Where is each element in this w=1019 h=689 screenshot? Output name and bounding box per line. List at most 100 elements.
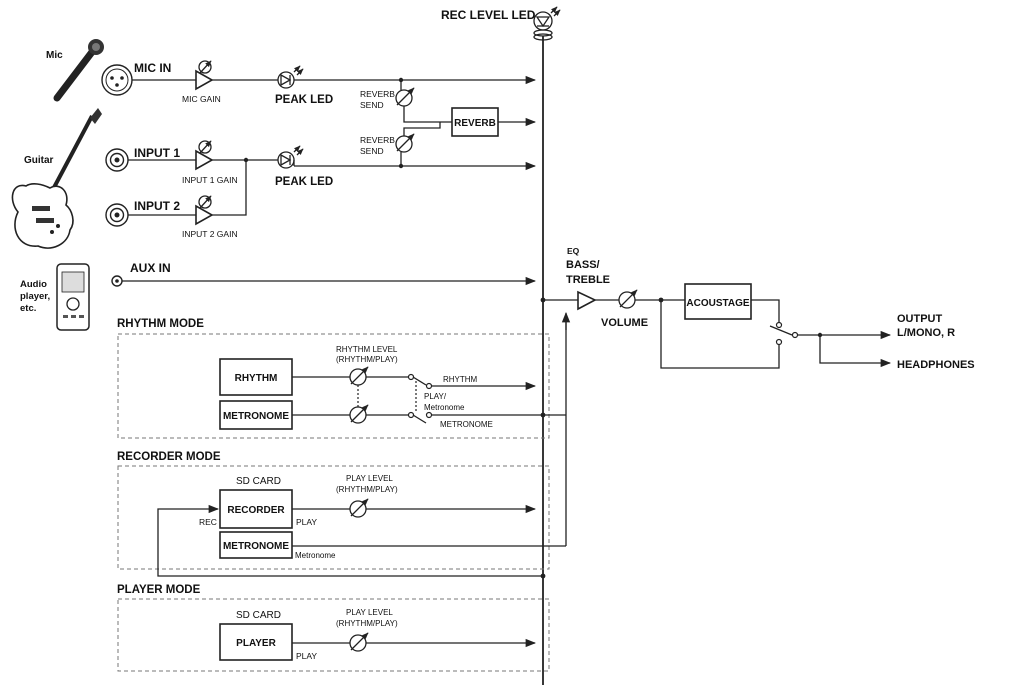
mic-icon (53, 39, 104, 102)
play-level-2-knob (349, 632, 369, 652)
switch-contact (407, 411, 415, 419)
reverb-send-2-label-a: REVERB (360, 135, 395, 145)
rhythm-level-knob-2 (349, 404, 369, 424)
guitar-icon (11, 108, 102, 249)
mic-label: Mic (46, 50, 63, 61)
input1-gain-amp (195, 140, 214, 171)
input2-gain-amp (195, 195, 214, 226)
junction-dot (398, 77, 404, 83)
bass-treble-label-2: TREBLE (566, 274, 610, 286)
reverb-send-1-knob (395, 87, 415, 107)
player-box-label: PLAYER (236, 638, 276, 649)
switch-contact (407, 373, 415, 381)
junction-dot (540, 573, 546, 579)
rec-level-led-label: REC LEVEL LED (441, 8, 536, 22)
metronome-box-label: METRONOME (223, 411, 289, 422)
metronome-out-label: METRONOME (440, 420, 493, 429)
rhythm-level-knob-1 (349, 366, 369, 386)
junction-dot (398, 163, 404, 169)
rec-level-led (533, 6, 561, 41)
recorder-mode-title: RECORDER MODE (117, 451, 221, 463)
player-mode-title: PLAYER MODE (117, 584, 201, 596)
reverb-send-2-label-b: SEND (360, 146, 384, 156)
switch-contact (425, 382, 433, 390)
switch-contact (775, 338, 783, 346)
rhythm-mode-title: RHYTHM MODE (117, 318, 204, 330)
metronome-box-2 (219, 531, 293, 559)
volume-label: VOLUME (601, 317, 648, 329)
mic-in-jack-icon (101, 64, 133, 96)
rhythm-level-label-2: (RHYTHM/PLAY) (336, 355, 398, 364)
aux-in-jack-icon (111, 275, 123, 287)
mic-gain-label: MIC GAIN (182, 94, 221, 104)
play-level-1-label-b: (RHYTHM/PLAY) (336, 485, 398, 494)
reverb-send-1-label-a: REVERB (360, 89, 395, 99)
reverb-send-2-knob (395, 133, 415, 153)
input2-label: INPUT 2 (134, 199, 180, 213)
input2-gain-label: INPUT 2 GAIN (182, 229, 238, 239)
peak-led-1-icon (277, 65, 304, 89)
player-box (219, 623, 293, 661)
rec-label: REC (199, 517, 217, 527)
volume-knob (618, 289, 638, 309)
rhythm-box-label: RHYTHM (235, 373, 278, 384)
sd-card-label-2: SD CARD (236, 610, 281, 621)
eq-label: EQ (567, 246, 580, 256)
play-level-2-label-a: PLAY LEVEL (346, 608, 393, 617)
recorder-box-label: RECORDER (227, 505, 285, 516)
junction-dot (540, 412, 546, 418)
rhythm-mode-frame (117, 333, 550, 439)
input2-jack-icon (105, 203, 129, 227)
peak-led-2-label: PEAK LED (275, 176, 333, 188)
headphones-line (819, 335, 892, 368)
play-metronome-label-2: Metronome (424, 403, 465, 412)
play-metronome-label-1: PLAY/ (424, 392, 447, 401)
play-level-2-label-b: (RHYTHM/PLAY) (336, 619, 398, 628)
input1-jack-icon (105, 148, 129, 172)
reverb-box (451, 107, 499, 137)
input1-label: INPUT 1 (134, 146, 180, 160)
rhythm-switch (412, 376, 427, 386)
acoustage-box-label: ACOUSTAGE (686, 298, 749, 309)
metronome-small-label: Metronome (295, 551, 336, 560)
switch-contact (775, 321, 783, 329)
rhythm-box (219, 358, 293, 396)
sd-card-label-1: SD CARD (236, 476, 281, 487)
output-label-2: L/MONO, R (897, 327, 955, 339)
rhythm-level-label-1: RHYTHM LEVEL (336, 345, 398, 354)
eq-amp (577, 290, 597, 311)
audio-player-label-1: Audio (20, 279, 47, 290)
acoustage-box (684, 283, 752, 320)
play-label-1: PLAY (296, 517, 317, 527)
audio-player-label-2: player, (20, 291, 50, 302)
reverb-send-1-label-b: SEND (360, 100, 384, 110)
metronome-switch (412, 414, 427, 424)
play-level-1-knob (349, 498, 369, 518)
mic-gain-amp (195, 60, 214, 91)
play-label-2: PLAY (296, 651, 317, 661)
bass-treble-label-1: BASS/ (566, 259, 600, 271)
input2-line-b (212, 160, 247, 216)
acoustage-out-line (751, 299, 780, 323)
reverb-send-2-line (403, 122, 441, 136)
reverb-send-1-line (403, 106, 452, 123)
metronome-box (219, 400, 293, 430)
peak-led-2-icon (277, 145, 304, 169)
peak-led-1-label: PEAK LED (275, 94, 333, 106)
input1-gain-label: INPUT 1 GAIN (182, 175, 238, 185)
audio-player-icon (56, 263, 90, 331)
reverb-box-label: REVERB (454, 118, 496, 129)
switch-contact (425, 411, 433, 419)
acoustage-switch (769, 325, 793, 336)
audio-player-label-3: etc. (20, 303, 36, 314)
headphones-label: HEADPHONES (897, 359, 975, 371)
bypass-line (660, 300, 780, 369)
guitar-label: Guitar (24, 155, 54, 166)
mic-in-label: MIC IN (134, 61, 171, 75)
recorder-mode-frame (117, 465, 550, 570)
output-label-1: OUTPUT (897, 313, 943, 325)
play-level-1-label-a: PLAY LEVEL (346, 474, 393, 483)
player-mode-frame (117, 598, 550, 672)
metronome-box-2-label: METRONOME (223, 541, 289, 552)
